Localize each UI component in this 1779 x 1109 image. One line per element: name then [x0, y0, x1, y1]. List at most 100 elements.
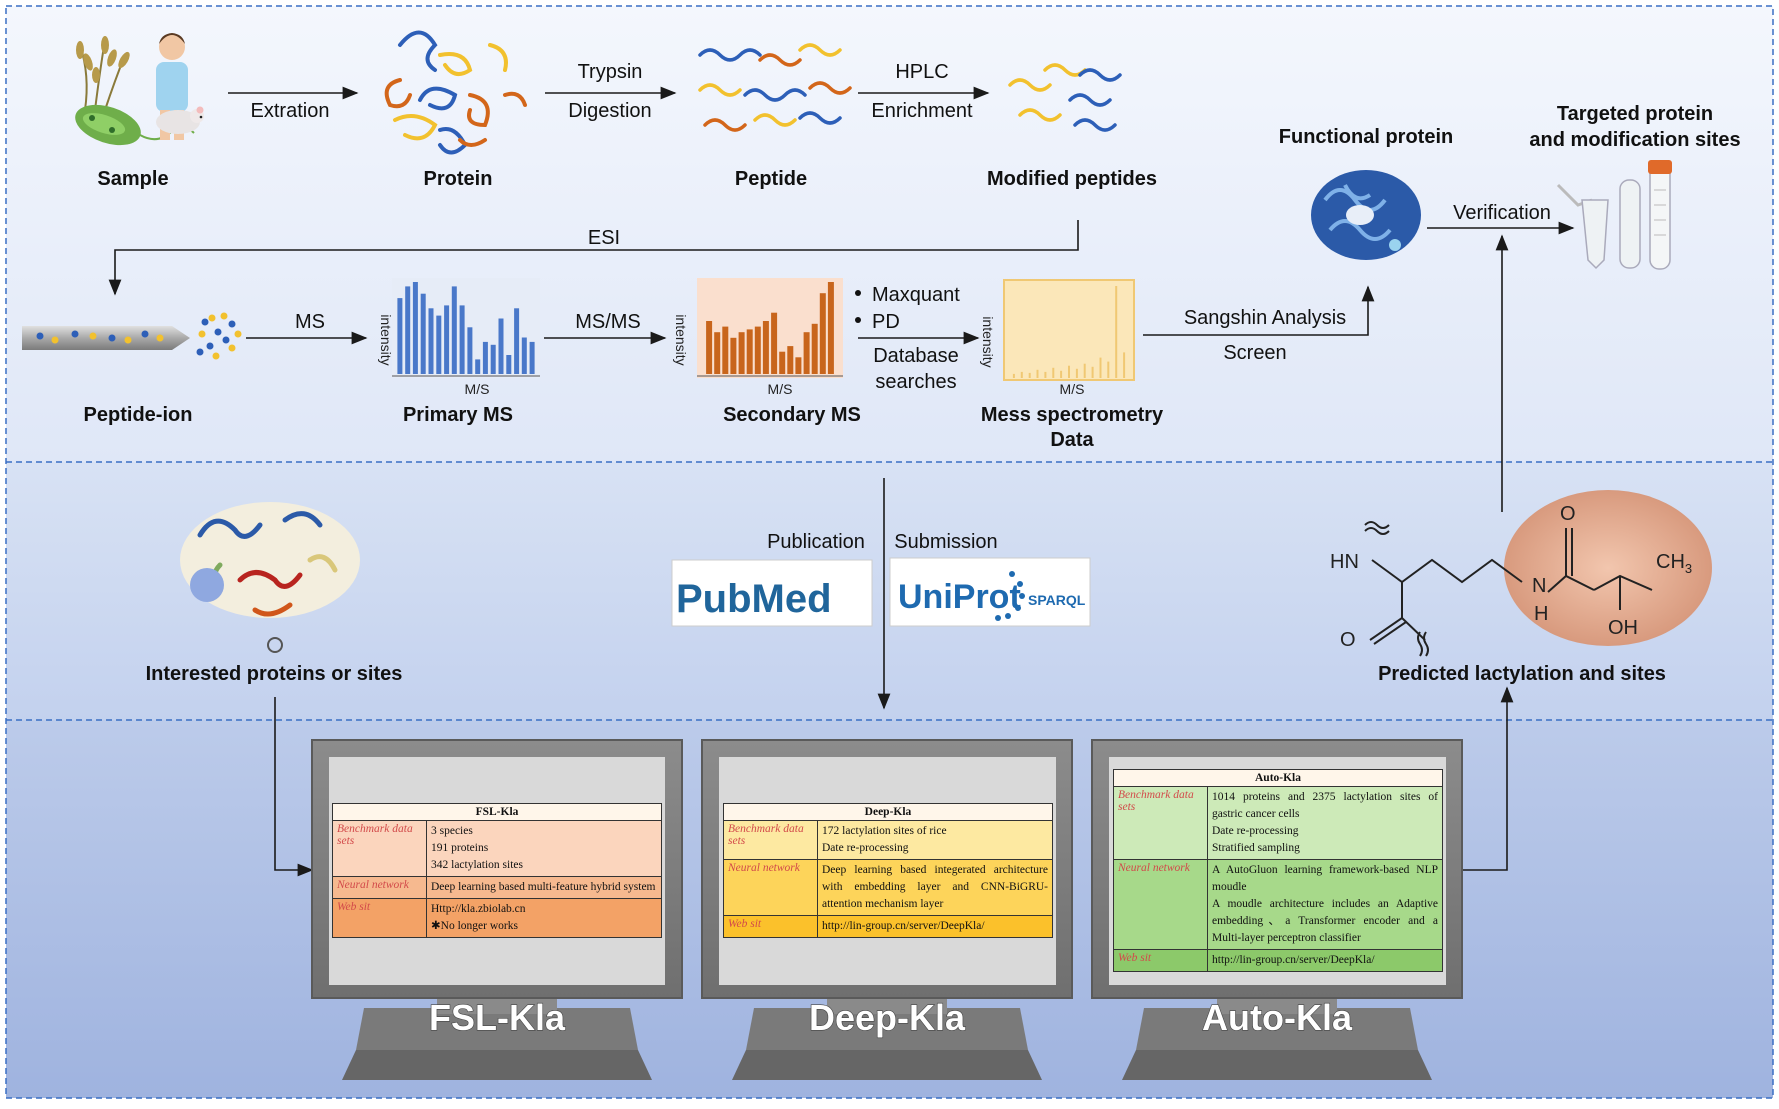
table-title: Auto-Kla [1113, 769, 1443, 787]
label-digestion: Digestion [568, 100, 651, 122]
primary-ms-bar [498, 318, 504, 374]
label-ms: MS [295, 311, 325, 333]
label-extration: Extration [251, 100, 330, 122]
table-line: Deep learning based integerated architec… [822, 864, 1048, 910]
table-value: http://lin-group.cn/server/DeepKla/ [1207, 949, 1443, 972]
primary-ms-bar [514, 308, 520, 374]
chem-ch3: CH3 [1656, 551, 1692, 576]
label-secondary-ms: Secondary MS [723, 404, 861, 426]
mass-data-chart [1003, 279, 1135, 381]
label-enrichment: Enrichment [871, 100, 973, 122]
interested-protein-icon [180, 502, 360, 653]
secondary-ms-bar [771, 312, 778, 374]
mass-data-bar [1060, 370, 1063, 378]
table-line: 1014 proteins and 2375 lactylation sites… [1212, 791, 1438, 820]
table-key: Benchmark data sets [723, 820, 818, 860]
chem-h: H [1534, 603, 1548, 625]
arrow-esi [108, 220, 1079, 296]
chem-o-top: O [1560, 503, 1576, 525]
label-verification: Verification [1453, 202, 1551, 224]
primary-ms-bar [444, 305, 450, 374]
sample-illustration-icon [75, 33, 204, 146]
mass-data-bar [1075, 368, 1078, 378]
secondary-ms-bar [803, 332, 810, 374]
label-searches: searches [875, 371, 956, 393]
primary-ms-bar [412, 282, 418, 374]
mass-data-bar [1052, 367, 1055, 378]
label-targeted-1: Targeted protein [1557, 103, 1713, 125]
mass-data-bar [1068, 365, 1070, 378]
mass-data-bar [1115, 286, 1118, 378]
label-esi: ESI [588, 227, 620, 249]
secondary-ms-bar [779, 351, 786, 374]
pubmed-text: PubMed [676, 577, 832, 621]
primary-ms-chart [392, 278, 540, 378]
monitor-name-1: FSL-Kla [429, 997, 566, 1038]
primary-ms-bar [475, 359, 481, 374]
table-key: Neural network [1113, 859, 1208, 950]
primary-ms-bar [490, 344, 496, 374]
secondary-ms-bar [827, 282, 834, 374]
monitor-name-2: Deep-Kla [809, 997, 966, 1038]
secondary-ms-bar [795, 357, 802, 374]
table-line: Date re-processing [1212, 825, 1299, 837]
protein-icon [384, 30, 527, 155]
table-value: 1014 proteins and 2375 lactylation sites… [1207, 786, 1443, 860]
table-line: Deep learning based multi-feature hybrid… [431, 881, 656, 893]
label-msms: MS/MS [575, 311, 641, 333]
mass-data-bar [1123, 352, 1126, 378]
secondary-ms-bar [754, 326, 761, 374]
table-key: Neural network [332, 876, 427, 899]
secondary-ms-bar [746, 329, 753, 374]
table-key: Benchmark data sets [1113, 786, 1208, 860]
label-protein: Protein [424, 168, 493, 190]
label-peptide: Peptide [735, 168, 807, 190]
primary-ms-xlabel: M/S [465, 381, 490, 397]
secondary-ms-bar [722, 326, 729, 374]
lactyl-highlight [1504, 490, 1712, 646]
primary-ms-bar [521, 337, 527, 374]
label-predicted: Predicted lactylation and sites [1378, 663, 1666, 685]
mass-data-bar [1028, 372, 1031, 378]
label-mass-data-2: Data [1050, 429, 1094, 451]
label-functional-protein: Functional protein [1279, 126, 1453, 148]
label-publication: Publication [767, 531, 865, 553]
table-key: Neural network [723, 859, 818, 916]
table-line: Http://kla.zbiolab.cn [431, 903, 526, 915]
mass-data-xlabel: M/S [1060, 381, 1085, 397]
label-submission: Submission [894, 531, 997, 553]
mass-data-bar [1083, 363, 1086, 378]
table-title: FSL-Kla [332, 803, 662, 821]
table-line: 172 lactylation sites of rice [822, 825, 947, 837]
primary-ms-bar [397, 298, 403, 374]
lactylation-structure: HN N H O O OH CH3 [1330, 490, 1712, 657]
label-mass-data-1: Mess spectrometry [981, 404, 1164, 426]
primary-ms-bar [405, 286, 411, 374]
primary-ms-bar [467, 327, 473, 374]
table-key: Web sit [1113, 949, 1208, 972]
label-hplc: HPLC [895, 61, 948, 83]
table-title: Deep-Kla [723, 803, 1053, 821]
table-line: 191 proteins [431, 842, 489, 854]
primary-ms-bar [459, 305, 465, 374]
label-sample: Sample [97, 168, 168, 190]
modified-peptides-icon [1008, 63, 1122, 132]
table-line: A AutoGluon learning framework-based NLP… [1212, 864, 1438, 893]
primary-ms-bar [451, 286, 457, 374]
mass-data-bar [1091, 366, 1094, 378]
peptide-ion-needle-icon [22, 312, 242, 360]
primary-ms-bar [436, 315, 442, 374]
label-interested: Interested proteins or sites [146, 663, 403, 685]
table-value: Deep learning based multi-feature hybrid… [426, 876, 662, 899]
